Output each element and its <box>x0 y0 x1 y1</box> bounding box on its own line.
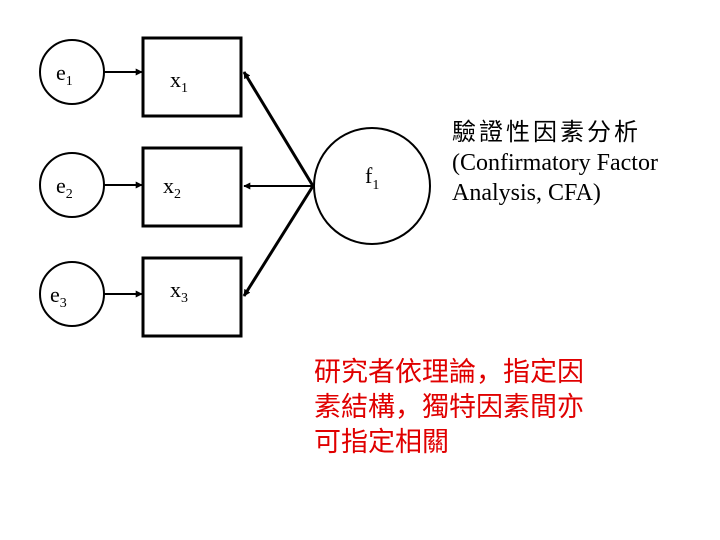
error-label-e3: e3 <box>50 282 67 311</box>
indicator-box-x3 <box>141 256 243 338</box>
indicator-box-x1 <box>141 36 243 118</box>
indicator-label-x1: x1 <box>170 67 188 96</box>
note-line-2: 素結構，獨特因素間亦 <box>314 392 584 423</box>
loading-arrow-f1-x3 <box>242 185 315 297</box>
note-line-1: 研究者依理論，指定因 <box>314 357 584 388</box>
error-label-e2: e2 <box>56 173 73 202</box>
note-line-3: 可指定相關 <box>314 427 449 458</box>
factor-node-f1 <box>313 127 431 245</box>
error-node-e2 <box>39 152 105 218</box>
indicator-label-x3: x3 <box>170 277 188 306</box>
indicator-box-x2 <box>141 146 243 228</box>
error-label-e1: e1 <box>56 60 73 89</box>
indicator-label-x2: x2 <box>163 173 181 202</box>
title-english-line-1: (Confirmatory Factor <box>452 150 658 176</box>
error-node-e1 <box>39 39 105 105</box>
annotation-note: 研究者依理論，指定因 素結構，獨特因素間亦 可指定相關 <box>314 355 659 460</box>
title-english-line-2: Analysis, CFA) <box>452 180 601 206</box>
title-chinese: 驗證性因素分析 <box>452 120 641 146</box>
factor-label-f1: f1 <box>365 163 379 193</box>
loading-arrow-f1-x1 <box>242 71 315 187</box>
slide-title: 驗證性因素分析 (Confirmatory Factor Analysis, C… <box>452 118 714 208</box>
